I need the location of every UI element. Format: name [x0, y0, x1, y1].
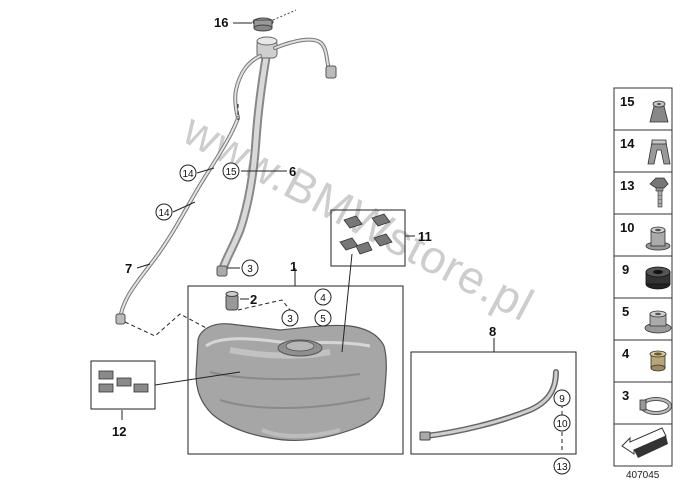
hose-fitting	[216, 265, 239, 311]
insulation-pads	[339, 213, 393, 255]
dashed-connectors	[124, 104, 291, 337]
circled-callout-14b: 14	[155, 203, 173, 221]
circled-callout-14a: 14	[179, 164, 197, 182]
hose-clamp-icon	[639, 397, 672, 415]
rubber-grommet-icon	[645, 266, 671, 290]
leader-12	[154, 371, 241, 386]
callout-11: 11	[418, 229, 432, 244]
circled-callout-9: 9	[553, 389, 571, 407]
circled-callout-13: 13	[553, 457, 571, 475]
svg-text:10: 10	[620, 220, 634, 235]
circled-callout-3a: 3	[241, 259, 259, 277]
sidebar-item-10[interactable]: 10	[620, 220, 671, 251]
callout-6: 6	[289, 164, 296, 179]
circled-callout-10: 10	[553, 414, 571, 432]
svg-text:14: 14	[158, 208, 170, 219]
svg-text:5: 5	[622, 304, 629, 319]
bolt-icon	[649, 177, 669, 208]
arrow-symbol-icon	[621, 427, 668, 458]
collar-nut-icon	[645, 226, 671, 251]
svg-text:14: 14	[182, 169, 194, 180]
sidebar-item-5[interactable]: 5	[622, 304, 672, 334]
svg-text:3: 3	[287, 314, 293, 325]
callout-7: 7	[125, 261, 132, 276]
pad-strips	[98, 370, 149, 393]
svg-text:13: 13	[556, 462, 568, 473]
sidebar-item-4[interactable]: 4	[622, 346, 667, 372]
spacer-sleeve-icon	[649, 350, 667, 372]
callout-1: 1	[290, 259, 297, 274]
svg-text:15: 15	[620, 94, 634, 109]
svg-text:10: 10	[556, 419, 568, 430]
circled-callout-4: 4	[314, 288, 332, 306]
circled-callout-3b: 3	[281, 309, 299, 327]
diagram-ref: 407045	[626, 470, 660, 481]
circled-callout-15: 15	[222, 162, 240, 180]
svg-text:9: 9	[622, 262, 629, 277]
svg-text:13: 13	[620, 178, 634, 193]
svg-text:3: 3	[622, 388, 629, 403]
callout-8: 8	[489, 324, 496, 339]
sidebar-item-3[interactable]: 3	[622, 388, 672, 415]
sidebar-item-arrow[interactable]	[621, 427, 668, 458]
svg-text:9: 9	[559, 394, 565, 405]
circled-callout-5: 5	[314, 309, 332, 327]
leader-lines	[121, 22, 495, 420]
svg-text:4: 4	[622, 346, 630, 361]
filler-pipe	[217, 36, 337, 277]
sidebar-item-9[interactable]: 9	[622, 262, 671, 290]
spring-clip-icon	[647, 139, 671, 165]
callout-16: 16	[214, 15, 228, 30]
hex-nut-icon	[644, 310, 672, 334]
fuel-tank	[195, 323, 387, 441]
sidebar-item-13[interactable]: 13	[620, 177, 669, 208]
callout-2: 2	[250, 292, 257, 307]
svg-text:3: 3	[247, 264, 253, 275]
tank-strap	[419, 369, 559, 441]
pads-box	[330, 209, 406, 267]
svg-text:4: 4	[320, 293, 326, 304]
sidebar-item-14[interactable]: 14	[620, 136, 671, 165]
svg-text:14: 14	[620, 136, 635, 151]
leader-11	[341, 253, 353, 353]
svg-text:15: 15	[225, 167, 237, 178]
callout-12: 12	[112, 424, 126, 439]
sidebar-item-15[interactable]: 15	[620, 94, 669, 123]
strap-box	[410, 351, 577, 455]
svg-text:5: 5	[320, 314, 326, 325]
clip-nut-icon	[649, 100, 669, 123]
fuel-cap	[252, 9, 297, 32]
vent-hose	[115, 116, 240, 325]
